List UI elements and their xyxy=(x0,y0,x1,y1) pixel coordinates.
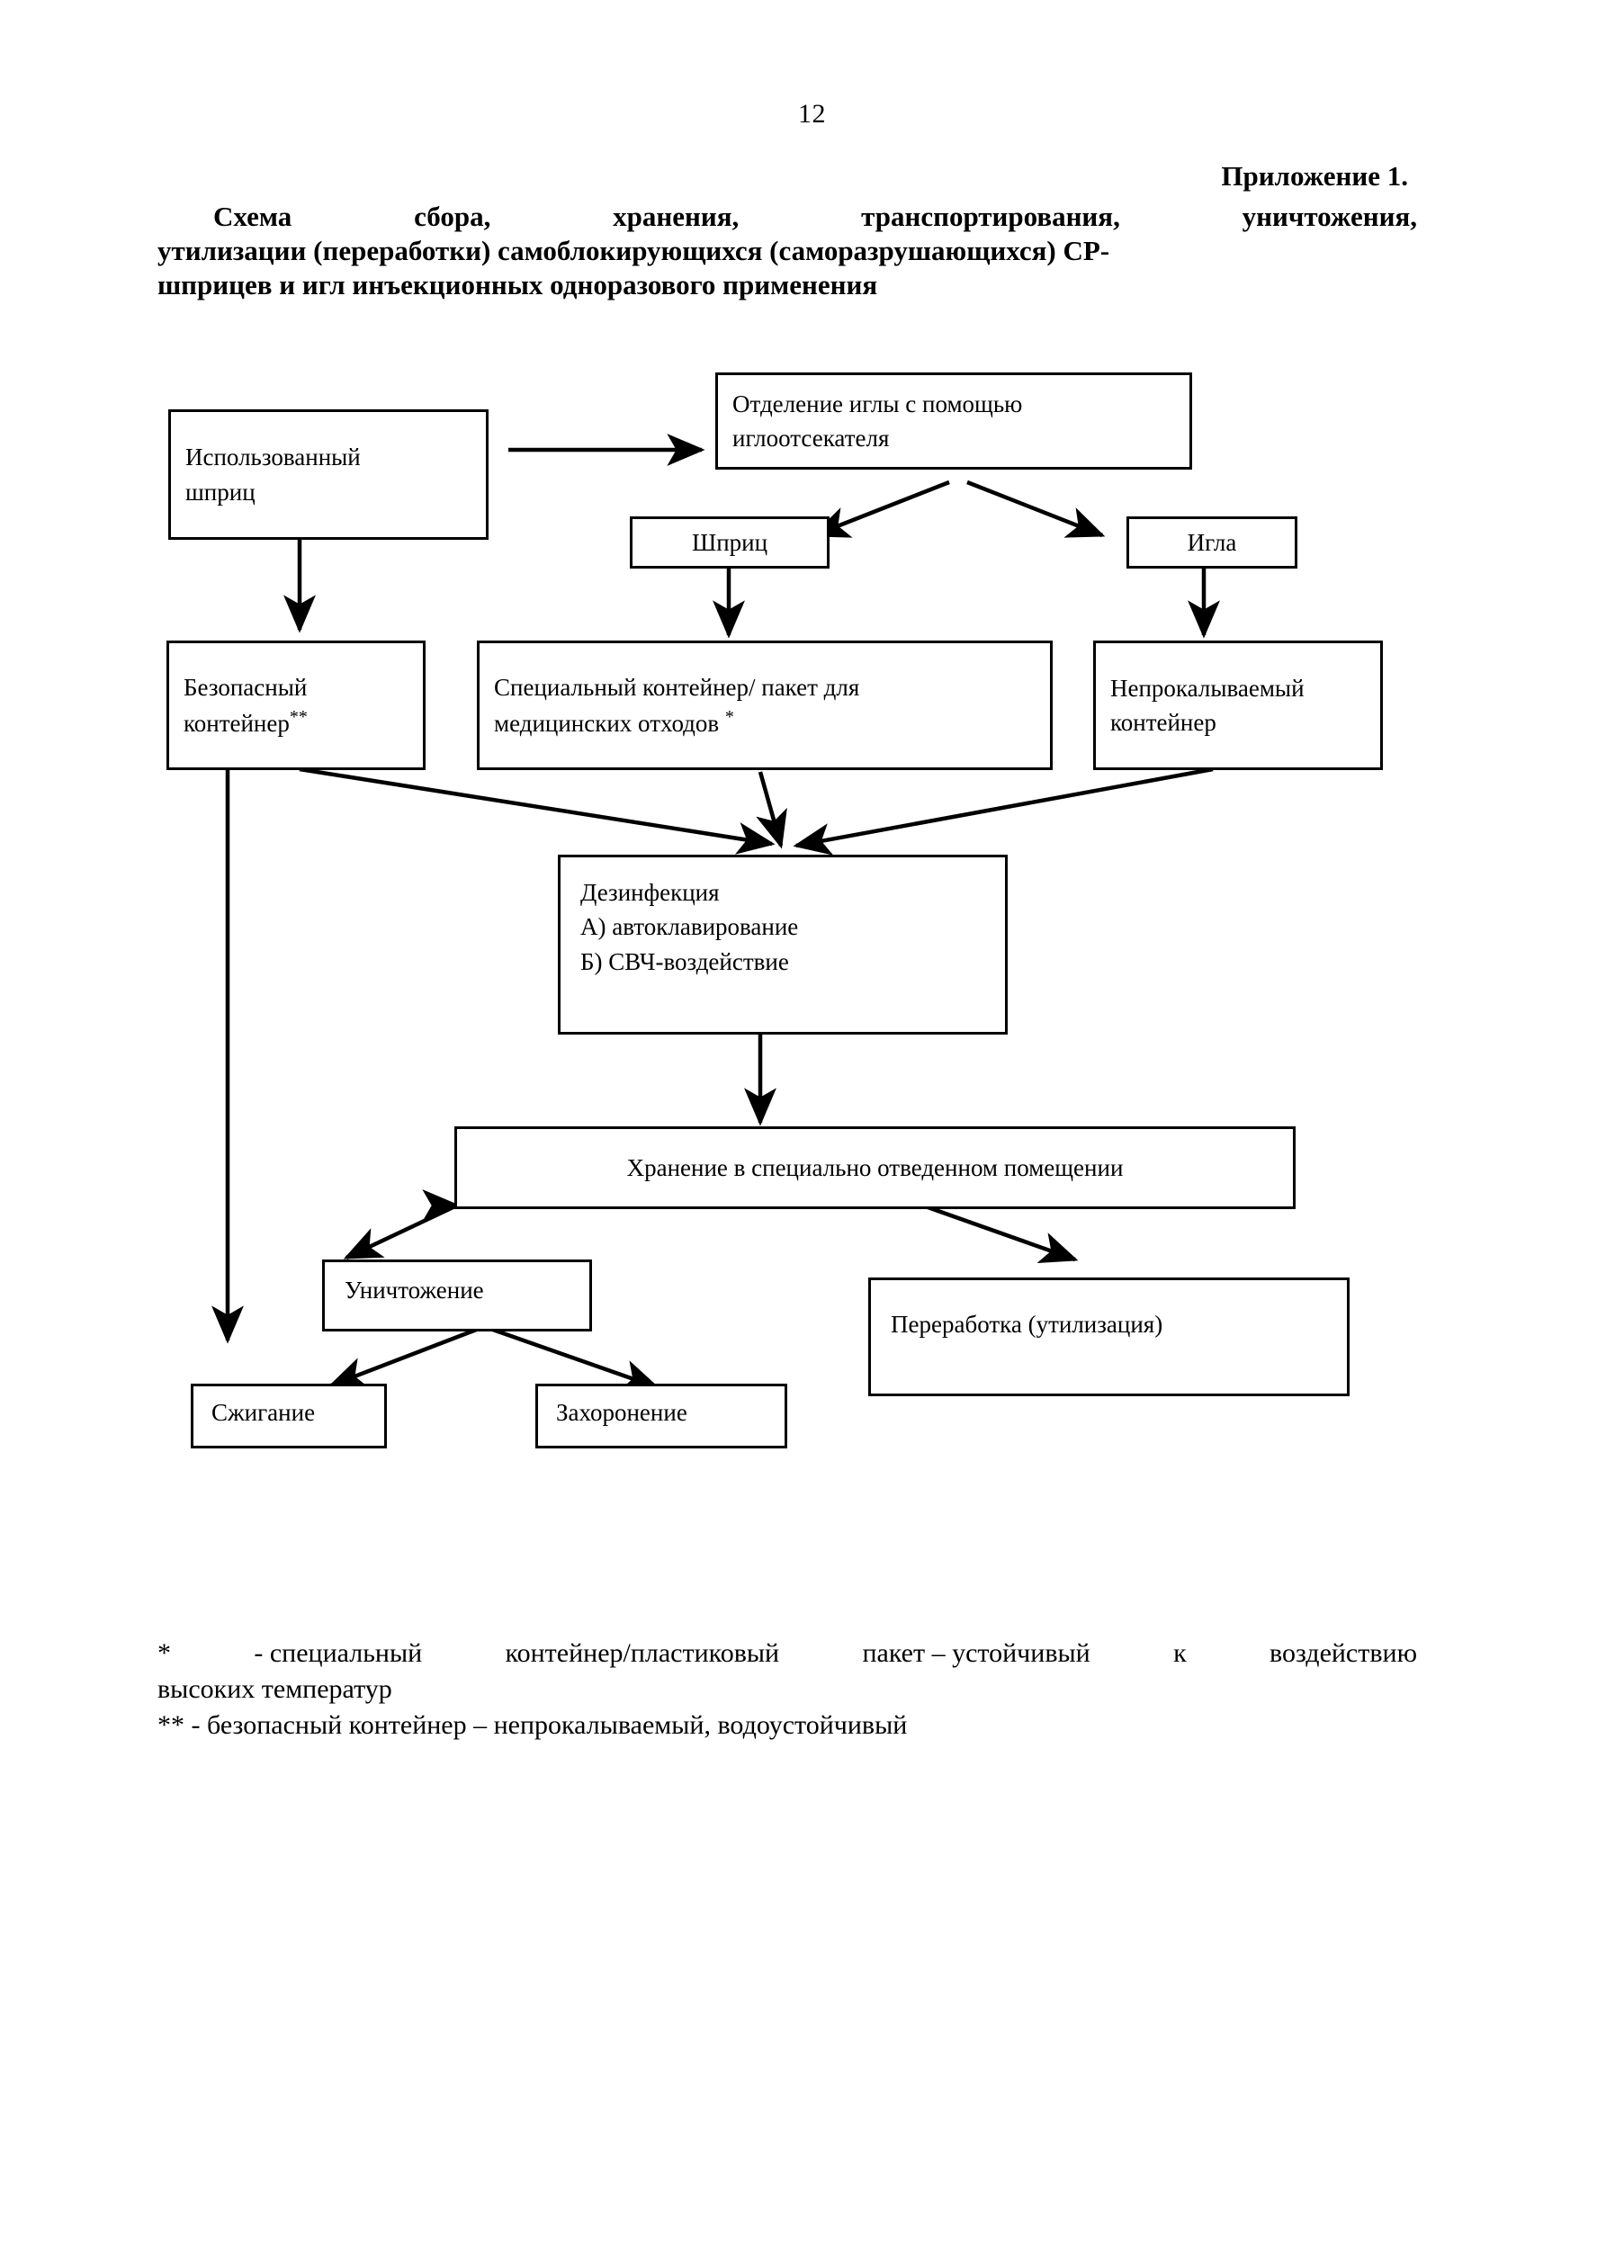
node-used-syringe-line1: Использованный xyxy=(185,444,361,471)
node-disinfection-line3: Б) СВЧ-воздействие xyxy=(580,947,789,975)
node-needle-label: Игла xyxy=(1187,528,1237,556)
node-destruction[interactable]: Уничтожение xyxy=(322,1260,592,1331)
node-syringe-label: Шприц xyxy=(691,528,768,556)
appendix-label: Приложение 1. xyxy=(1221,160,1408,192)
node-storage-label: Хранение в специально отведенном помещен… xyxy=(626,1153,1124,1181)
title-line-2: утилизации (переработки) самоблокирующих… xyxy=(157,234,1110,266)
node-recycling[interactable]: Переработка (утилизация) xyxy=(868,1277,1350,1396)
node-special-container-line2: медицинских отходов * xyxy=(494,707,734,737)
node-storage[interactable]: Хранение в специально отведенном помещен… xyxy=(454,1126,1296,1209)
node-needle[interactable]: Игла xyxy=(1126,516,1297,569)
node-used-syringe-line2: шприц xyxy=(185,478,256,506)
node-incineration-label: Сжигание xyxy=(211,1399,316,1426)
footnote-marker-single: * xyxy=(724,707,734,727)
node-destruction-label: Уничтожение xyxy=(345,1277,484,1304)
node-special-container-line1: Специальный контейнер/ пакет для xyxy=(494,673,860,701)
node-puncture-proof-container[interactable]: Непрокалываемый контейнер xyxy=(1093,641,1383,770)
node-special-container[interactable]: Специальный контейнер/ пакет для медицин… xyxy=(477,641,1053,770)
node-needle-separation[interactable]: Отделение иглы с помощью иглоотсекателя xyxy=(715,372,1192,470)
node-burial[interactable]: Захоронение xyxy=(535,1384,787,1448)
node-puncture-proof-container-line2: контейнер xyxy=(1110,709,1216,736)
footnote-2-text: - безопасный контейнер – непрокалываемый… xyxy=(184,1709,908,1740)
node-safe-container-line2: контейнер** xyxy=(184,707,308,737)
node-disinfection[interactable]: Дезинфекция А) автоклавирование Б) СВЧ-в… xyxy=(558,855,1008,1035)
node-safe-container[interactable]: Безопасный контейнер** xyxy=(166,641,426,770)
node-needle-separation-line1: Отделение иглы с помощью xyxy=(732,390,1023,417)
node-recycling-label: Переработка (утилизация) xyxy=(891,1311,1163,1338)
node-used-syringe[interactable]: Использованный шприц xyxy=(168,409,489,540)
footnote-1-continuation: высоких температур xyxy=(157,1673,392,1704)
node-burial-label: Захоронение xyxy=(556,1399,687,1426)
page-number: 12 xyxy=(798,99,826,129)
footnote-2: ** - безопасный контейнер – непрокалывае… xyxy=(157,1708,1417,1744)
title-line-3: шприцев и игл инъекционных одноразового … xyxy=(157,268,878,300)
footnote-marker-double: ** xyxy=(289,707,308,727)
footnote-1-marker: * xyxy=(157,1638,171,1668)
node-incineration[interactable]: Сжигание xyxy=(191,1384,387,1448)
footnote-2-marker: ** xyxy=(157,1709,184,1740)
node-needle-separation-line2: иглоотсекателя xyxy=(732,425,890,452)
node-disinfection-line2: А) автоклавирование xyxy=(580,913,799,941)
node-syringe[interactable]: Шприц xyxy=(630,516,830,569)
node-safe-container-line1: Безопасный xyxy=(184,673,308,701)
node-puncture-proof-container-line1: Непрокалываемый xyxy=(1110,674,1305,702)
node-disinfection-line1: Дезинфекция xyxy=(580,879,720,906)
